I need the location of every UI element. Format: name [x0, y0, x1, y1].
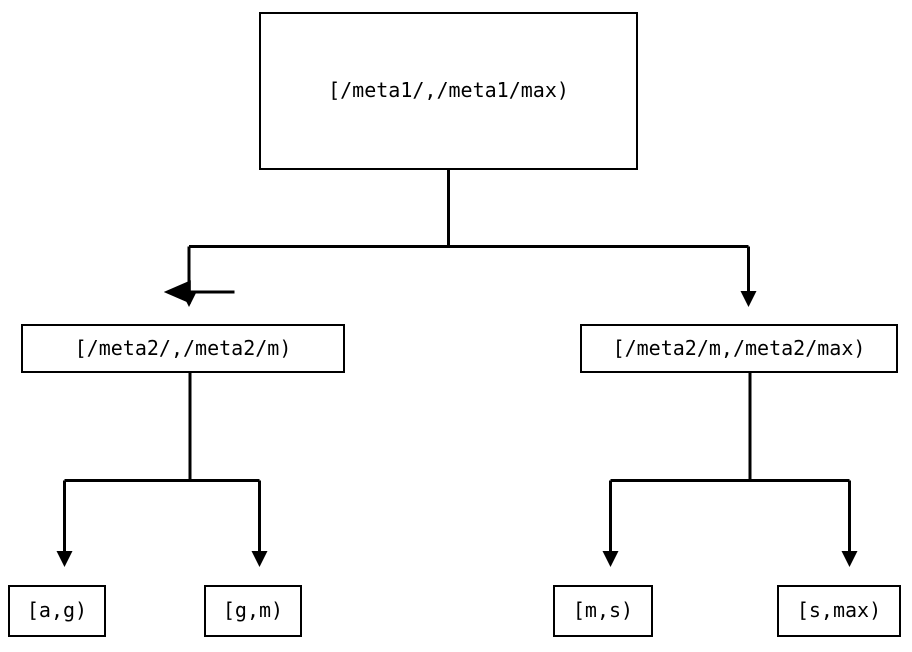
tree-node-label: [m,s)	[572, 598, 634, 622]
tree-node-root[interactable]: [/meta1/,/meta1/max)	[259, 12, 638, 170]
tree-node-label: [/meta1/,/meta1/max)	[328, 78, 569, 102]
tree-node-leaf-m-s[interactable]: [m,s)	[553, 585, 653, 637]
tree-node-label: [g,m)	[222, 598, 284, 622]
edge-midleft-to-leaves	[56, 373, 268, 567]
tree-node-label: [/meta2/m,/meta2/max)	[612, 335, 866, 360]
tree-node-mid-left[interactable]: [/meta2/,/meta2/m)	[21, 324, 345, 373]
tree-node-label: [a,g)	[26, 598, 88, 622]
tree-node-mid-right[interactable]: [/meta2/m,/meta2/max)	[580, 324, 898, 373]
tree-node-leaf-a-g[interactable]: [a,g)	[8, 585, 106, 637]
tree-node-label: [s,max)	[796, 598, 882, 622]
edge-midright-to-leaves	[602, 373, 858, 567]
edge-root-to-mid	[163, 170, 757, 307]
tree-node-leaf-g-m[interactable]: [g,m)	[204, 585, 302, 637]
tree-node-label: [/meta2/,/meta2/m)	[74, 335, 292, 360]
tree-node-leaf-s-max[interactable]: [s,max)	[777, 585, 901, 637]
